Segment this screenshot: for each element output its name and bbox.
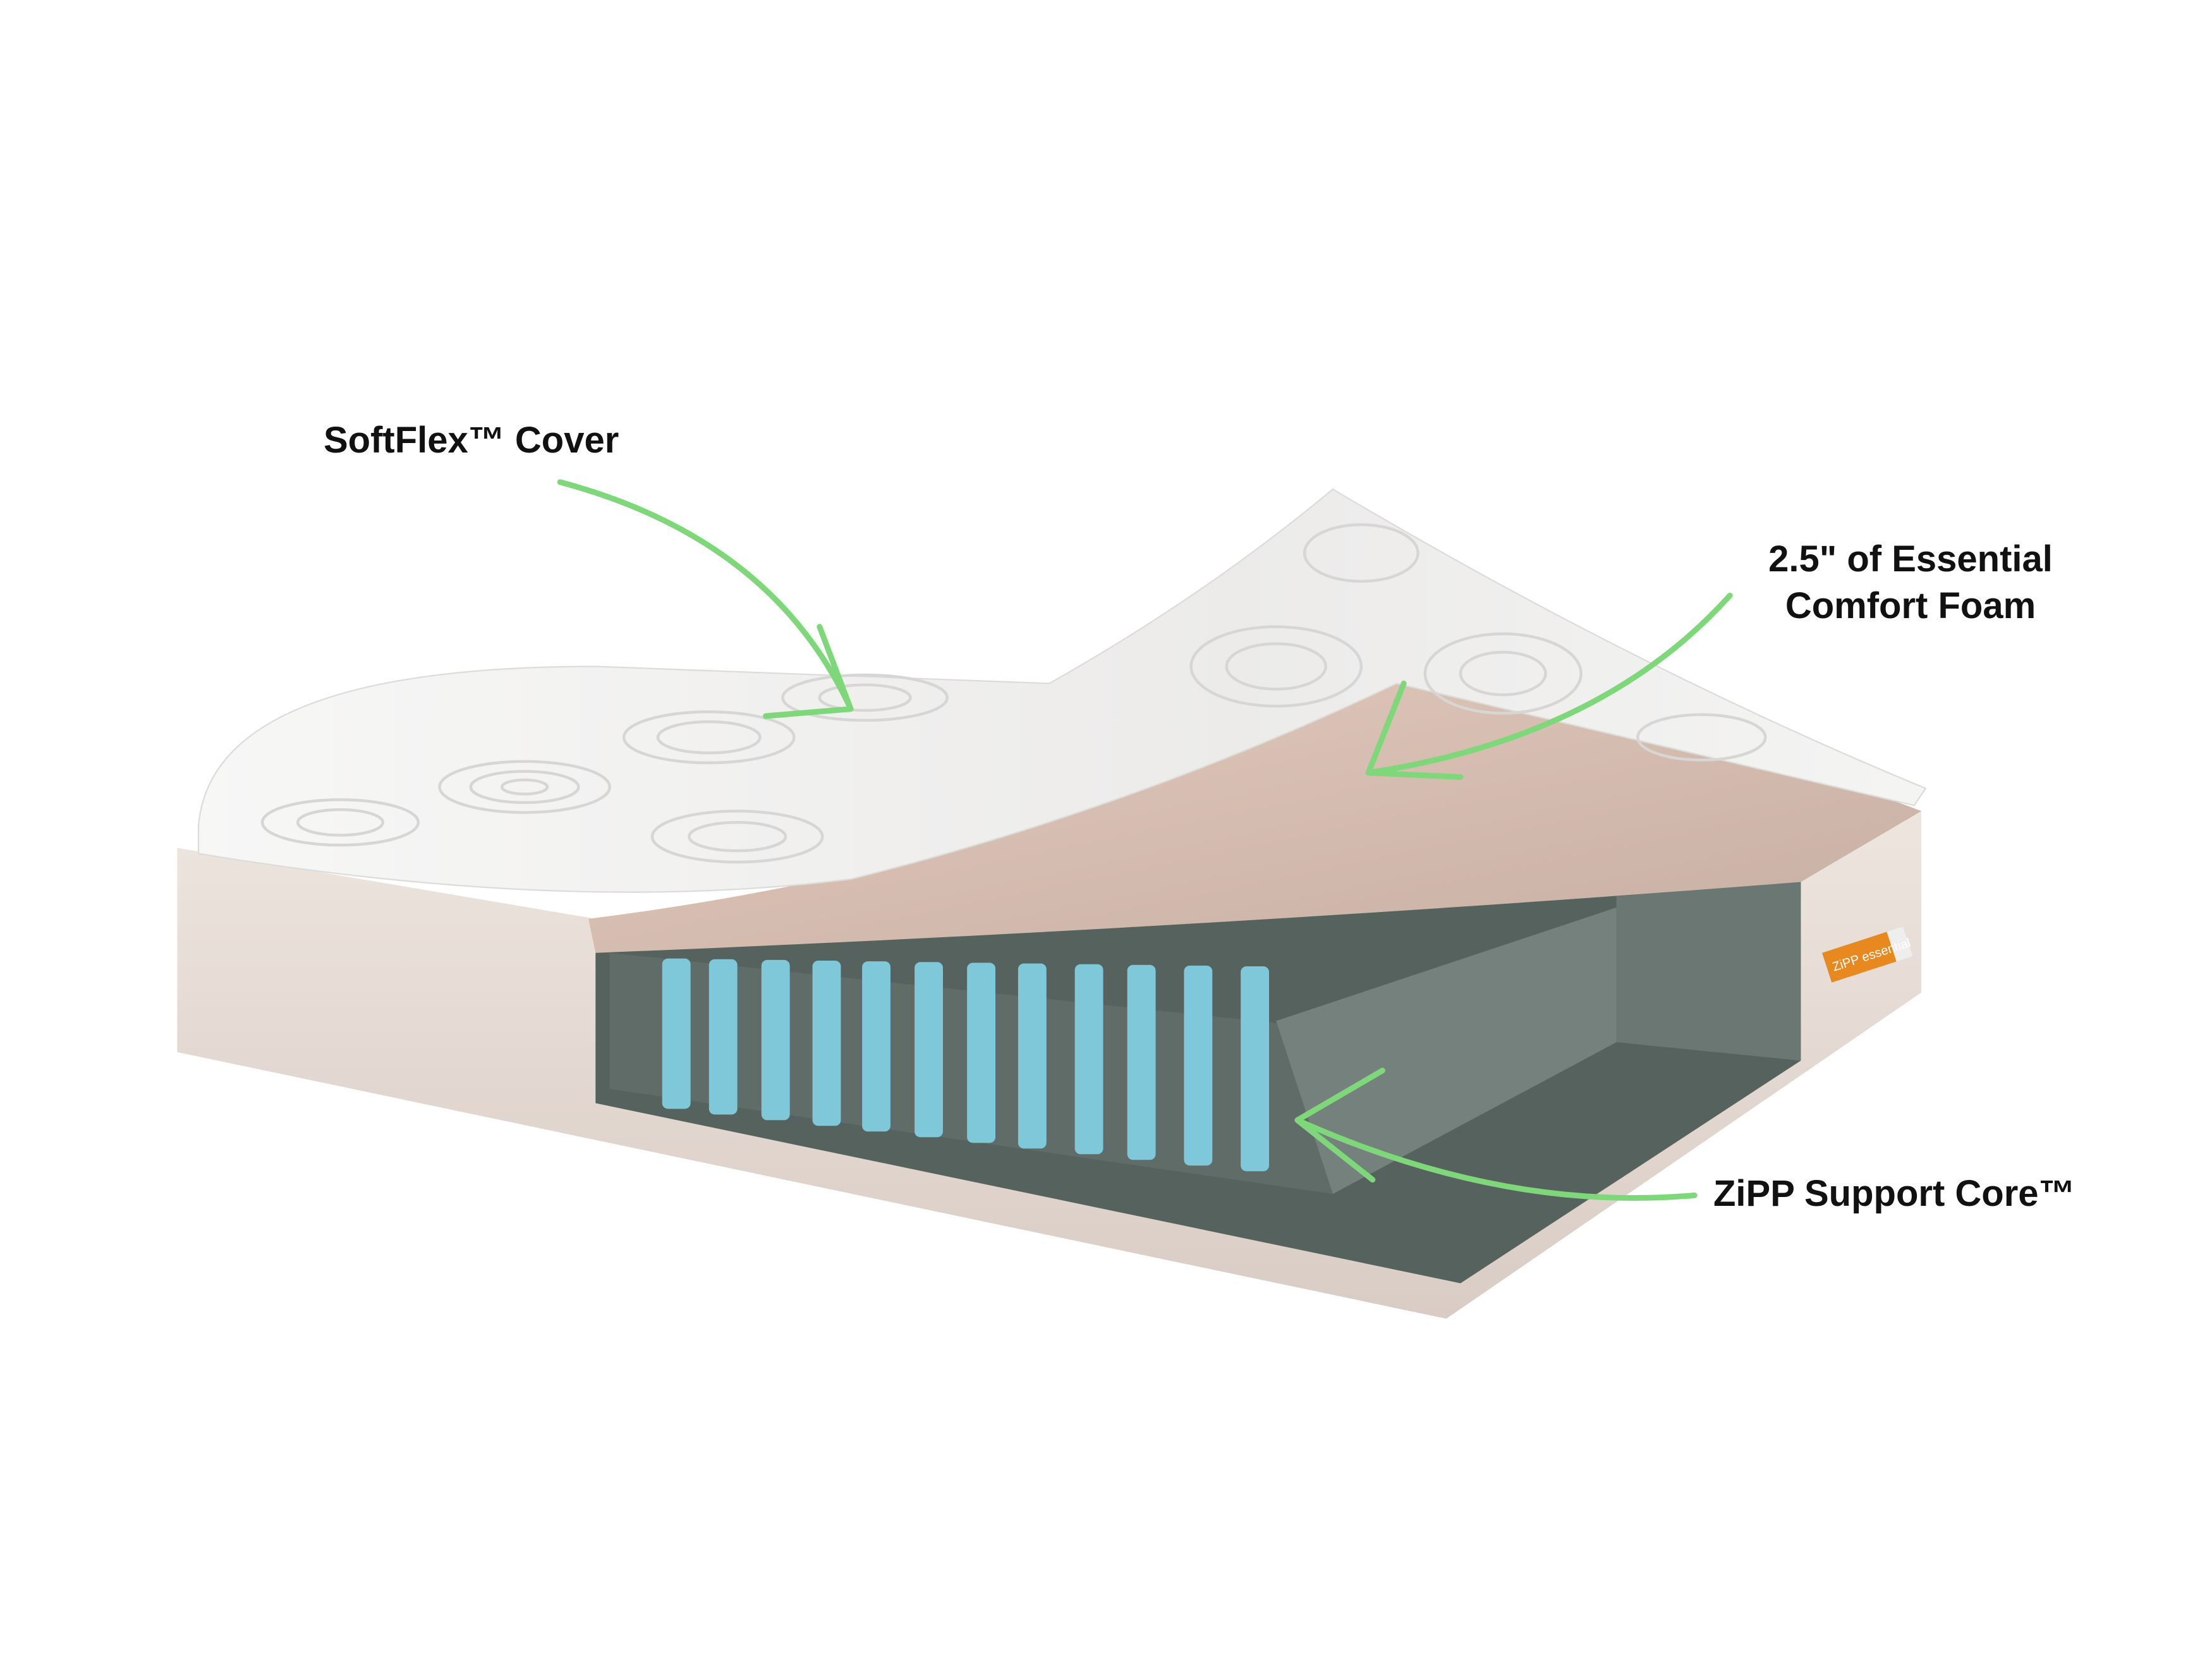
- foam-arrow: [1365, 592, 1733, 780]
- core-right-face: [1276, 907, 1617, 1194]
- softflex-cover: [197, 488, 1927, 893]
- slat: [1127, 964, 1156, 1160]
- slat: [761, 959, 790, 1121]
- brand-logo: ZiPP essential: [1822, 927, 1913, 983]
- cover-arrow: [557, 479, 854, 719]
- cavity-right-wall: [1616, 882, 1801, 1061]
- label-comfort-foam-line2: Comfort Foam: [1785, 585, 2036, 626]
- cover-swirl-pattern: [260, 523, 1767, 864]
- slat: [708, 959, 738, 1115]
- slat: [862, 961, 890, 1132]
- slat: [812, 961, 841, 1126]
- label-support-core: ZiPP Support Core™: [1713, 1173, 2075, 1214]
- arrows: [557, 479, 1733, 1201]
- slat: [915, 962, 943, 1138]
- slat: [1018, 963, 1047, 1149]
- slat: [1241, 966, 1270, 1172]
- comfort-foam-layer: [588, 683, 1922, 953]
- slat: [1074, 964, 1103, 1155]
- label-comfort-foam-line1: 2.5" of Essential: [1768, 538, 2053, 580]
- support-core-slats: [662, 958, 1270, 1172]
- core-arrow: [1294, 1067, 1698, 1201]
- label-softflex-cover: SoftFlex™ Cover: [324, 420, 619, 461]
- slat: [1184, 965, 1213, 1166]
- slat: [662, 958, 691, 1109]
- slat: [967, 963, 995, 1143]
